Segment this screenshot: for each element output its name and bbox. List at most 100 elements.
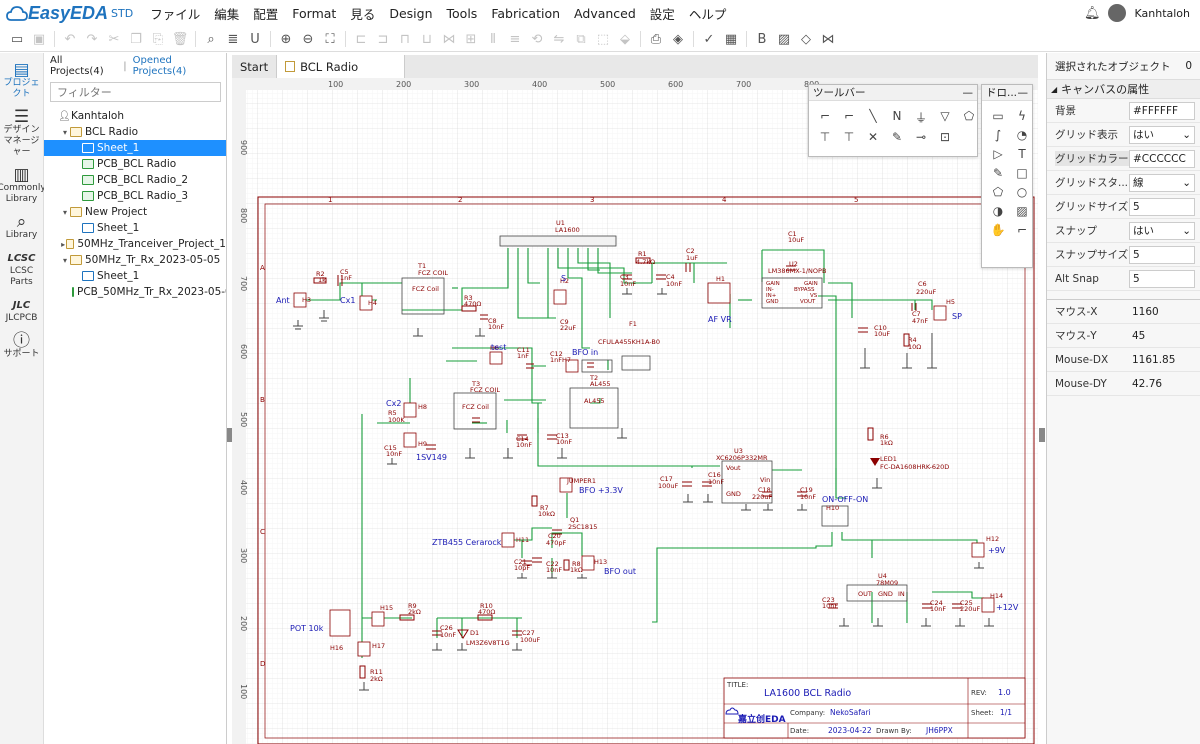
bezier-icon[interactable]: ∫ bbox=[994, 128, 1002, 142]
arrange-icon[interactable]: ⧉ bbox=[576, 31, 586, 47]
no-connect-icon[interactable]: ✕ bbox=[867, 130, 879, 144]
tree-item-pcb[interactable]: PCB_BCL Radio_3 bbox=[44, 188, 226, 204]
property-input[interactable]: #CCCCCC bbox=[1129, 149, 1195, 168]
group-symbol-icon[interactable]: ⊡ bbox=[939, 130, 951, 144]
layers-icon[interactable]: ◈ bbox=[673, 31, 683, 47]
tree-item-pcb[interactable]: PCB_50MHz_Tr_Rx_2023-05-05 bbox=[44, 284, 226, 300]
avatar[interactable] bbox=[1108, 4, 1127, 22]
property-input[interactable]: 5 bbox=[1129, 269, 1195, 288]
tree-item-user[interactable]: 👤︎Kanhtaloh bbox=[44, 108, 226, 124]
tree-item-pcb[interactable]: PCB_BCL Radio bbox=[44, 156, 226, 172]
image-tool-icon[interactable]: ▭ bbox=[992, 109, 1004, 123]
polygon-icon[interactable]: ⬠ bbox=[992, 185, 1004, 199]
menu-edit[interactable]: 編集 bbox=[214, 7, 240, 22]
tree-item-sch[interactable]: Sheet_1 bbox=[44, 140, 226, 156]
pie-icon[interactable]: ◑ bbox=[992, 204, 1004, 218]
expand-caret-icon[interactable]: ▾ bbox=[62, 127, 67, 137]
property-select[interactable]: はい⌄ bbox=[1129, 221, 1195, 240]
menu-fabrication[interactable]: Fabrication bbox=[491, 6, 561, 21]
tab-start[interactable]: Start bbox=[232, 55, 278, 78]
export-image-icon[interactable]: ⎙ bbox=[650, 31, 662, 47]
image-icon[interactable]: ▨ bbox=[777, 31, 791, 47]
redo-icon[interactable]: ↷ bbox=[86, 31, 98, 47]
nav-library[interactable]: ⌕ Library bbox=[0, 214, 43, 241]
property-input[interactable]: #FFFFFF bbox=[1129, 101, 1195, 120]
ungroup-icon[interactable]: ⬙ bbox=[620, 31, 630, 47]
nav-support[interactable]: ⓘ サポート bbox=[0, 333, 43, 360]
paste-icon[interactable]: ⎘ bbox=[152, 31, 164, 47]
drag-icon[interactable]: ✋ bbox=[990, 223, 1006, 237]
rotate-icon[interactable]: ⟲ bbox=[531, 31, 543, 47]
save-icon[interactable]: ▣ bbox=[32, 31, 46, 47]
bom-icon[interactable]: B bbox=[757, 31, 767, 47]
schematic-svg[interactable]: 100 200 300 400 500 600 700 800 900 800 … bbox=[232, 78, 1038, 744]
filter-input[interactable] bbox=[50, 82, 221, 102]
schematic-canvas[interactable]: 100 200 300 400 500 600 700 800 900 800 … bbox=[232, 78, 1038, 744]
bus-icon[interactable]: ⌐ bbox=[843, 109, 855, 123]
drawing-tools-header[interactable]: ドロ... — bbox=[982, 85, 1032, 101]
probe-icon[interactable]: ✎ bbox=[891, 130, 903, 144]
left-splitter-handle[interactable] bbox=[227, 428, 233, 442]
menu-design[interactable]: Design bbox=[389, 6, 433, 21]
ellipse-icon[interactable]: ○ bbox=[1016, 185, 1028, 199]
align-top-icon[interactable]: ⊓ bbox=[399, 31, 411, 47]
minimize-button[interactable]: — bbox=[962, 86, 974, 99]
anchor-icon[interactable]: ⌐ bbox=[1016, 223, 1028, 237]
convert-pcb-icon[interactable]: ▦ bbox=[724, 31, 738, 47]
menu-settings[interactable]: 設定 bbox=[649, 7, 675, 22]
app-logo[interactable]: EasyEDA STD bbox=[6, 3, 133, 24]
tree-item-sch[interactable]: Sheet_1 bbox=[44, 220, 226, 236]
ground-icon[interactable]: ⏚ bbox=[914, 111, 927, 125]
property-select[interactable]: 線⌄ bbox=[1129, 173, 1195, 192]
expand-caret-icon[interactable]: ▾ bbox=[62, 207, 67, 217]
expand-caret-icon[interactable]: ▸ bbox=[61, 239, 66, 249]
distribute-h-icon[interactable]: ⫴ bbox=[490, 31, 496, 47]
net-port-icon[interactable]: ▽ bbox=[940, 109, 950, 123]
tree-item-sch[interactable]: Sheet_1 bbox=[44, 268, 226, 284]
zoom-in-icon[interactable]: ⊕ bbox=[280, 31, 292, 47]
align-center-h-icon[interactable]: ⋈ bbox=[442, 31, 456, 47]
expand-caret-icon[interactable]: ▾ bbox=[62, 255, 67, 265]
net-flag-icon[interactable]: ⬠ bbox=[963, 109, 975, 123]
layer-stack-icon[interactable]: ◇ bbox=[801, 31, 811, 47]
menu-place[interactable]: 配置 bbox=[253, 7, 279, 22]
tree-item-folder[interactable]: ▾50MHz_Tr_Rx_2023-05-05 bbox=[44, 252, 226, 268]
update-icon[interactable]: U bbox=[250, 31, 260, 47]
bus-entry-icon[interactable]: ╲ bbox=[869, 109, 877, 123]
menu-format[interactable]: Format bbox=[292, 6, 337, 21]
nav-commonly-library[interactable]: ▥ Commonly Library bbox=[0, 167, 46, 205]
group-icon[interactable]: ⬚ bbox=[596, 31, 610, 47]
canvas-attributes-section[interactable]: ◢ キャンバスの属性 bbox=[1047, 79, 1200, 99]
menu-file[interactable]: ファイル bbox=[150, 7, 201, 22]
rectangle-icon[interactable]: □ bbox=[1016, 166, 1028, 180]
delete-icon[interactable]: 🗑︎ bbox=[171, 31, 189, 47]
distribute-v-icon[interactable]: ≡ bbox=[509, 31, 521, 47]
tab-opened-projects[interactable]: Opened Projects(4) bbox=[132, 55, 187, 77]
property-input[interactable]: 5 bbox=[1129, 245, 1195, 264]
property-select[interactable]: はい⌄ bbox=[1129, 125, 1195, 144]
freehand-icon[interactable]: ✎ bbox=[992, 166, 1004, 180]
minimize-button[interactable]: — bbox=[1017, 86, 1029, 99]
pin-icon[interactable]: ⊸ bbox=[915, 130, 927, 144]
tree-item-folder[interactable]: ▸50MHz_Tranceiver_Project_1 bbox=[44, 236, 226, 252]
property-input[interactable]: 5 bbox=[1129, 197, 1195, 216]
menu-advanced[interactable]: Advanced bbox=[574, 6, 636, 21]
copy-icon[interactable]: ❐ bbox=[130, 31, 142, 47]
menu-help[interactable]: ヘルプ bbox=[688, 7, 727, 22]
drawing-tools-panel[interactable]: ドロ... — ▭ ϟ ∫ ◔ ▷ T ✎ □ ⬠ ○ ◑ ▨ ✋ ⌐ bbox=[981, 84, 1033, 268]
flip-icon[interactable]: ⇋ bbox=[553, 31, 565, 47]
share-icon[interactable]: ⋈ bbox=[821, 31, 835, 47]
nav-jlcpcb[interactable]: JLC JLCPCB bbox=[0, 300, 43, 324]
menu-view[interactable]: 見る bbox=[350, 7, 376, 22]
wiring-toolbar-header[interactable]: ツールバー — bbox=[809, 85, 977, 101]
align-bottom-icon[interactable]: ⊔ bbox=[421, 31, 433, 47]
tree-item-folder[interactable]: ▾BCL Radio bbox=[44, 124, 226, 140]
net-label-icon[interactable]: N bbox=[892, 109, 902, 123]
cut-icon[interactable]: ✂ bbox=[108, 31, 120, 47]
design-check-icon[interactable]: ✓ bbox=[703, 31, 715, 47]
user-name[interactable]: Kanhtaloh bbox=[1134, 6, 1190, 20]
undo-icon[interactable]: ↶ bbox=[64, 31, 76, 47]
tree-item-pcb[interactable]: PCB_BCL Radio_2 bbox=[44, 172, 226, 188]
align-left-icon[interactable]: ⊏ bbox=[355, 31, 367, 47]
align-right-icon[interactable]: ⊐ bbox=[377, 31, 389, 47]
